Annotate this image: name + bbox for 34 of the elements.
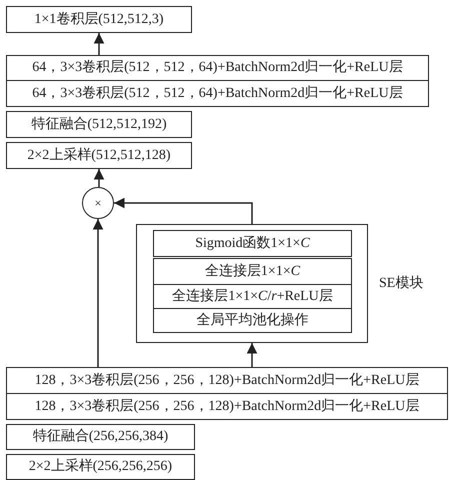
arrow: [114, 198, 253, 224]
layer-box: [6, 55, 429, 81]
multiply-circle: [82, 187, 114, 219]
layer-label: 2×2上采样(512,512,128): [26, 148, 172, 164]
multiply-sign: ×: [94, 195, 102, 211]
layer-box: [6, 6, 192, 33]
layer-label: 全局平均池化操作: [196, 312, 310, 328]
layer-label: 全连接层1×1×C: [204, 264, 302, 280]
layer-label: 特征融合(512,512,192): [30, 116, 168, 132]
layer-box: [6, 80, 429, 107]
layer-label: 全连接层1×1×C/r+ReLU层: [171, 288, 334, 304]
module-label: SE模块: [379, 276, 424, 292]
layer-label: 128，3×3卷积层(256，256，128)+BatchNorm2d归一化+ReLU层: [34, 398, 420, 414]
arrow: [94, 33, 104, 55]
layer-box: [6, 111, 192, 138]
layer-label: 64，3×3卷积层(512，512，64)+BatchNorm2d归一化+ReLU层: [31, 86, 404, 102]
layer-label: 2×2上采样(256,256,256): [28, 459, 174, 475]
arrow: [94, 169, 104, 187]
layer-box: [6, 454, 195, 480]
layer-label: 64，3×3卷积层(512，512，64)+BatchNorm2d归一化+ReLU层: [31, 60, 404, 76]
layer-box: [153, 308, 352, 333]
arrow: [246, 343, 258, 367]
arrow: [92, 219, 104, 367]
layer-label: 1×1卷积层(512,512,3): [33, 12, 165, 28]
layer-label: Sigmoid函数1×1×C: [194, 236, 311, 252]
layer-box: [153, 284, 352, 309]
layer-label: 特征融合(256,256,384): [32, 429, 170, 445]
layer-box: [6, 367, 448, 394]
layer-box: [6, 142, 192, 169]
layer-box: [153, 230, 352, 257]
layer-box: [153, 258, 352, 285]
layer-box: [6, 424, 195, 450]
layer-label: 128，3×3卷积层(256，256，128)+BatchNorm2d归一化+ReLU层: [34, 372, 420, 388]
layer-box: [6, 393, 448, 420]
